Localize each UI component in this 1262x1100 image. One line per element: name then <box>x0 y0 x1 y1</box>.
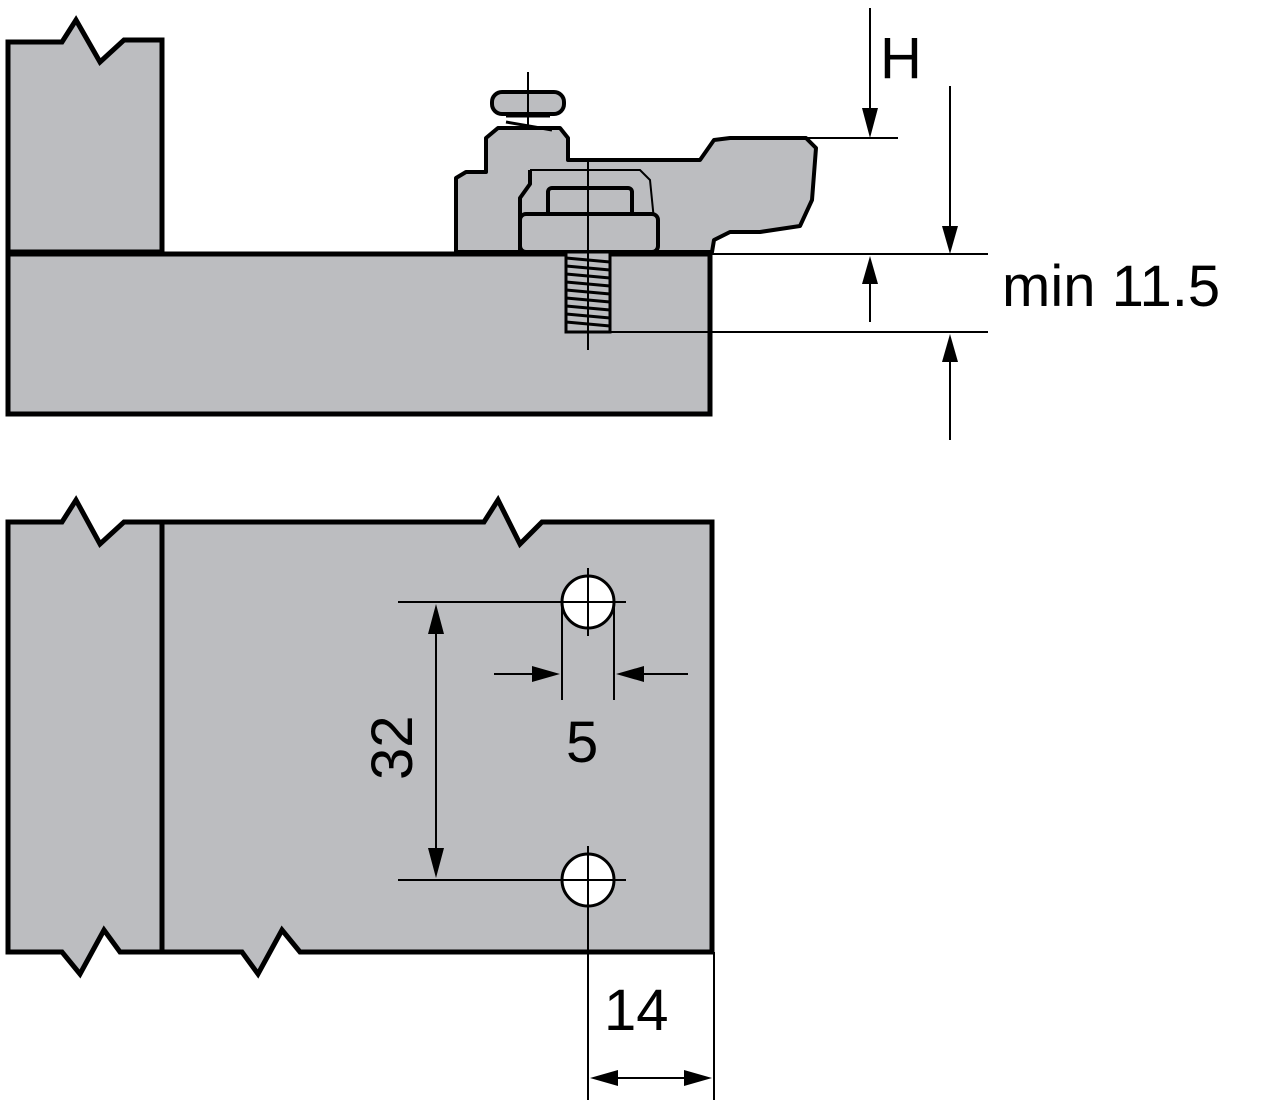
height-dimension: H <box>862 8 922 322</box>
side-panel-vertical <box>5 15 165 255</box>
hole-lower <box>554 846 626 1100</box>
threaded-dowel <box>564 158 612 350</box>
spacing-label: 32 <box>360 715 425 780</box>
adjustment-screw <box>490 72 566 132</box>
hole-upper <box>554 568 626 636</box>
plan-view: 32 5 14 <box>5 494 715 1100</box>
side-section-view: H min 11.5 <box>5 8 1220 440</box>
plan-side-panel <box>5 495 165 979</box>
depth-label: min 11.5 <box>1002 254 1220 319</box>
diameter-label: 5 <box>566 710 598 775</box>
edge-distance-dimension: 14 <box>590 952 715 1100</box>
spacing-dimension: 32 <box>360 601 560 881</box>
depth-dimension: min 11.5 <box>942 86 1220 440</box>
diameter-dimension: 5 <box>494 606 688 775</box>
height-label: H <box>880 26 922 91</box>
edge-distance-label: 14 <box>604 978 669 1043</box>
mounting-plate-step-line <box>530 169 657 241</box>
